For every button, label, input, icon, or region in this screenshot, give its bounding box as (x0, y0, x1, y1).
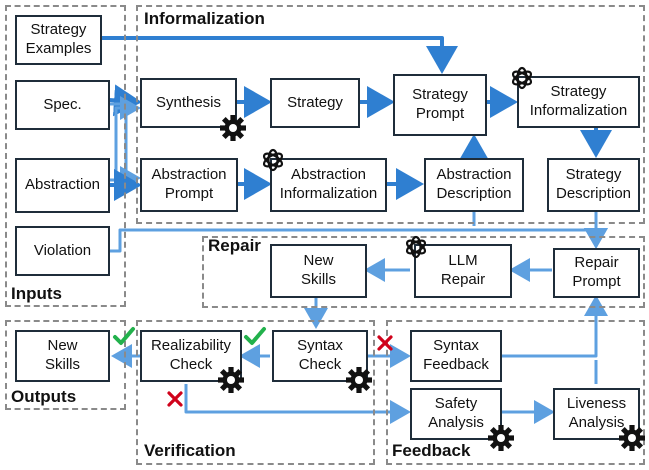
gear-icon (220, 115, 246, 141)
region-repair-title: Repair (208, 236, 261, 255)
region-verification-title: Verification (144, 441, 236, 460)
node-syntax-feedback: Syntax Feedback (410, 330, 502, 382)
node-violation: Violation (15, 226, 110, 276)
arrow-realizability-to-safety (184, 384, 411, 424)
node-strategy-prompt: Strategy Prompt (393, 74, 487, 136)
node-strategy: Strategy (270, 78, 360, 128)
node-llm-repair: LLM Repair (414, 244, 512, 298)
check-icon (244, 327, 266, 345)
region-feedback-title: Feedback (392, 441, 471, 460)
node-synthesis: Synthesis (140, 78, 237, 128)
region-repair (202, 236, 645, 308)
region-informalization (136, 5, 645, 224)
check-icon (113, 327, 135, 345)
node-repair-prompt: Repair Prompt (553, 248, 640, 298)
node-new-skills-output: New Skills (15, 330, 110, 382)
gear-icon (218, 367, 244, 393)
node-strategy-examples: Strategy Examples (15, 15, 102, 65)
node-abstraction: Abstraction (15, 158, 110, 213)
node-abstraction-prompt: Abstraction Prompt (140, 158, 238, 212)
region-informalization-title: Informalization (144, 9, 265, 28)
region-feedback (386, 320, 645, 465)
node-abstraction-description: Abstraction Description (424, 158, 524, 212)
gear-icon (488, 425, 514, 451)
region-verification (136, 320, 375, 465)
region-inputs-title: Inputs (11, 284, 62, 303)
node-strategy-informalization: Strategy Informalization (517, 76, 640, 128)
region-outputs-title: Outputs (11, 387, 77, 406)
arrow-abstraction-to-synthesis (109, 96, 141, 182)
gear-icon (346, 367, 372, 393)
openai-icon (511, 66, 533, 90)
cross-icon (377, 335, 393, 351)
node-strategy-description: Strategy Description (547, 158, 640, 212)
node-spec: Spec. (15, 80, 110, 130)
cross-icon (167, 391, 183, 407)
gear-icon (619, 425, 645, 451)
node-safety-analysis: Safety Analysis (410, 388, 502, 440)
node-abstraction-informalization: Abstraction Informalization (270, 158, 387, 212)
region-inputs (5, 5, 126, 307)
arrow-syntax-feedback-to-repair (502, 295, 608, 358)
openai-icon (405, 235, 427, 259)
region-outputs (5, 320, 126, 410)
openai-icon (262, 148, 284, 172)
arrow-examples-to-strategy-prompt (100, 36, 458, 74)
node-liveness-analysis: Liveness Analysis (553, 388, 640, 440)
node-realizability-check: Realizability Check (140, 330, 242, 382)
node-new-skills-repair: New Skills (270, 244, 367, 298)
